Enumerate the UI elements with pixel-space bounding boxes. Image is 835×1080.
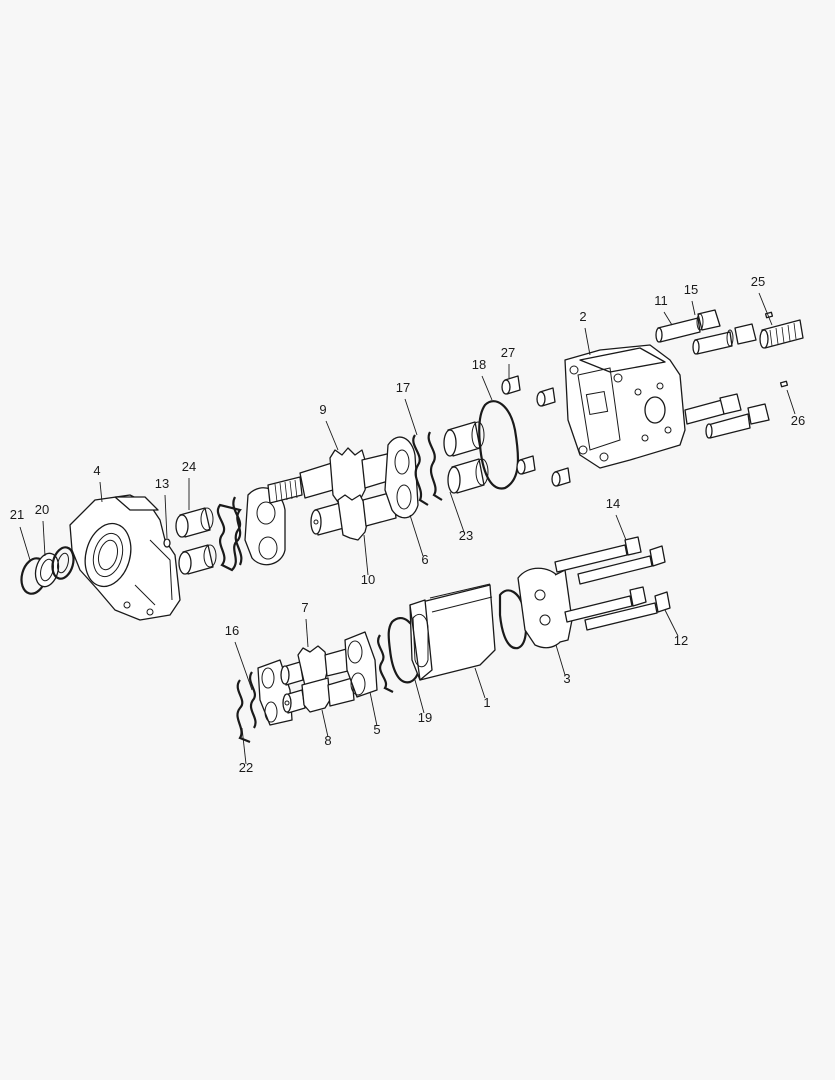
- callout-labels: 1 2 3 4 5 6 7 8 9 10 11 12 13 14 15 16 1…: [10, 274, 805, 775]
- callout-25: 25: [751, 274, 765, 289]
- part-10-driven-gear: [310, 491, 397, 541]
- rear-cap-screws-lower: [684, 393, 770, 439]
- callout-7: 7: [301, 600, 308, 615]
- gasket-rear-plate: [498, 589, 528, 650]
- part-5-bearing-block: [344, 631, 378, 698]
- callout-20: 20: [35, 502, 49, 517]
- part-27-bushings: [501, 375, 571, 487]
- part-14-long-bolts: [554, 536, 666, 585]
- callout-27: 27: [501, 345, 515, 360]
- part-20-shaft-seal: [34, 546, 75, 588]
- part-16-seal: [249, 671, 257, 729]
- part-1-gear-housing: [409, 583, 496, 681]
- part-22-seal: [236, 679, 251, 744]
- callout-3: 3: [563, 671, 570, 686]
- part-8-gear: [282, 677, 355, 714]
- part-13-dowel-pin: [163, 538, 171, 548]
- callout-2: 2: [579, 309, 586, 324]
- callout-19: 19: [418, 710, 432, 725]
- bushings-middle: [443, 421, 489, 494]
- part-4-front-cover: [69, 494, 181, 621]
- callout-8: 8: [324, 733, 331, 748]
- callout-13: 13: [155, 476, 169, 491]
- callout-24: 24: [182, 459, 196, 474]
- callout-1: 1: [483, 695, 490, 710]
- callout-9: 9: [319, 402, 326, 417]
- thrust-plate-front: [244, 487, 286, 566]
- callout-12: 12: [674, 633, 688, 648]
- callout-26: 26: [791, 413, 805, 428]
- callout-6: 6: [421, 552, 428, 567]
- part-17-seal: [412, 434, 429, 506]
- leader-lines: [19, 292, 796, 765]
- callout-17: 17: [396, 380, 410, 395]
- callout-18: 18: [472, 357, 486, 372]
- part-11-cap-screw: [655, 309, 721, 343]
- callout-22: 22: [239, 760, 253, 775]
- callout-15: 15: [684, 282, 698, 297]
- callout-23: 23: [459, 528, 473, 543]
- part-25-splined-shaft: [759, 311, 804, 349]
- figure-eight-seal-front: [216, 496, 243, 572]
- part-24-bushings-front: [175, 507, 217, 575]
- part-15-cap-screw: [692, 323, 757, 355]
- part-23-seal: [427, 431, 443, 501]
- callout-21: 21: [10, 507, 24, 522]
- callout-14: 14: [606, 496, 620, 511]
- part-12-long-bolts: [564, 586, 671, 631]
- part-2-rear-cover: [564, 344, 686, 469]
- callout-10: 10: [361, 572, 375, 587]
- callout-4: 4: [93, 463, 100, 478]
- callout-5: 5: [373, 722, 380, 737]
- part-26-pin: [779, 380, 789, 388]
- part-7-gear: [280, 645, 353, 687]
- part-6-thrust-plate: [384, 436, 419, 519]
- callout-16: 16: [225, 623, 239, 638]
- callout-11: 11: [654, 293, 668, 308]
- part-18-gasket: [478, 400, 520, 490]
- figure-eight-seal-rear: [377, 634, 394, 693]
